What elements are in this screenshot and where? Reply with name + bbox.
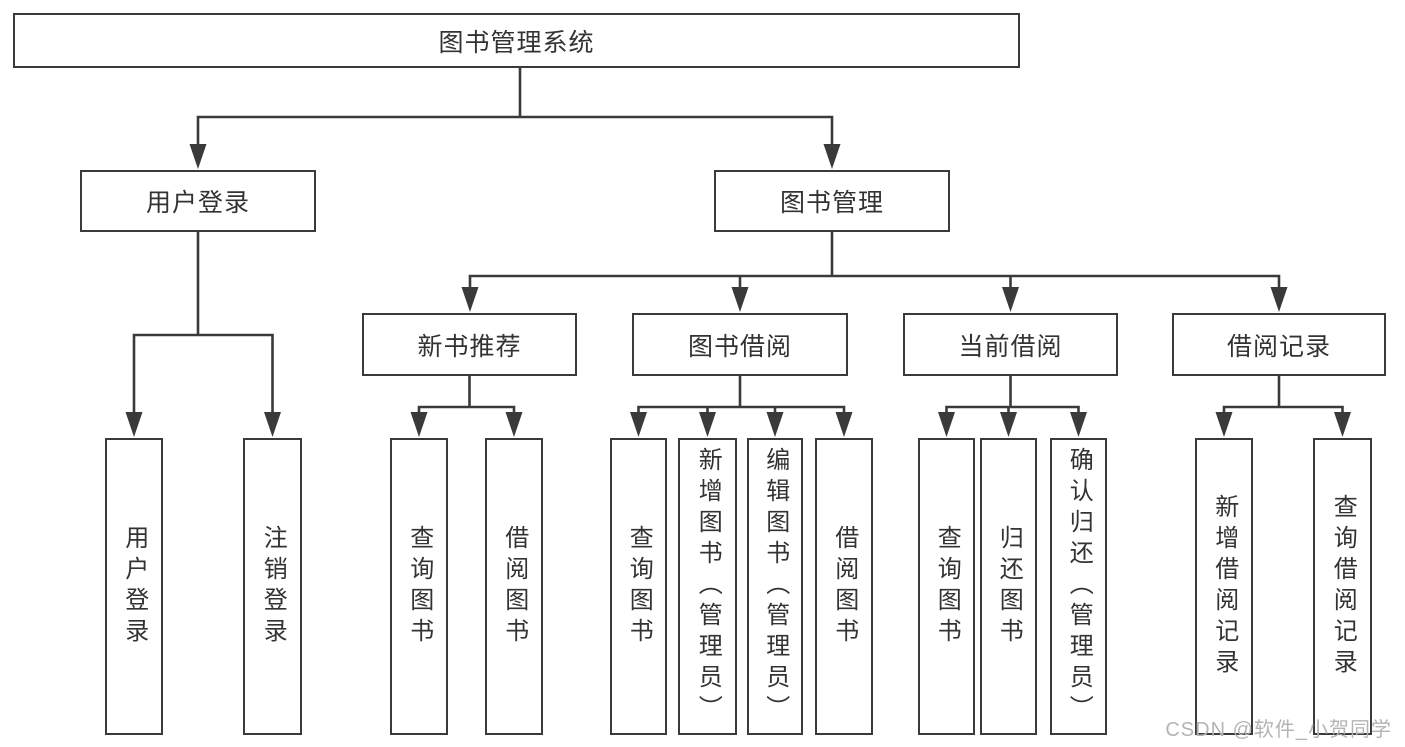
connector-path xyxy=(417,374,516,421)
arrowhead-icon xyxy=(1002,287,1019,312)
node-new-books-label: 新书推荐 xyxy=(417,332,522,361)
leaf-user-login: 用户登录 xyxy=(105,438,163,735)
node-root: 图书管理系统 xyxy=(13,13,1020,68)
leaf-current-return-label: 归还图书 xyxy=(995,524,1023,649)
arrowhead-icon xyxy=(1000,412,1017,437)
arrowhead-icon xyxy=(699,412,716,437)
leaf-user-login-label: 用户登录 xyxy=(120,524,148,649)
node-borrowing: 图书借阅 xyxy=(632,313,848,376)
leaf-current-confirm-label: 确认归还（管理员） xyxy=(1065,447,1093,726)
leaf-newbooks-query: 查询图书 xyxy=(390,438,448,735)
leaf-borrowing-edit-label: 编辑图书（管理员） xyxy=(761,447,789,726)
arrowhead-icon xyxy=(189,144,207,169)
leaf-records-add: 新增借阅记录 xyxy=(1195,438,1253,735)
leaf-borrowing-query-label: 查询图书 xyxy=(625,524,653,649)
leaf-records-query: 查询借阅记录 xyxy=(1313,438,1372,735)
leaf-borrowing-add-label: 新增图书（管理员） xyxy=(694,447,722,726)
node-user-login-label: 用户登录 xyxy=(145,189,250,217)
node-current-borrow-label: 当前借阅 xyxy=(958,332,1063,361)
arrowhead-icon xyxy=(731,287,749,312)
connector-path xyxy=(1222,374,1344,421)
node-current-borrow: 当前借阅 xyxy=(903,313,1118,376)
arrowhead-icon xyxy=(823,144,841,169)
leaf-records-add-label: 新增借阅记录 xyxy=(1210,493,1238,680)
leaf-borrowing-add: 新增图书（管理员） xyxy=(678,438,737,735)
arrowhead-icon xyxy=(410,412,428,437)
leaf-borrowing-query: 查询图书 xyxy=(610,438,667,735)
node-borrowing-label: 图书借阅 xyxy=(687,332,792,361)
leaf-logout: 注销登录 xyxy=(243,438,302,735)
arrowhead-icon xyxy=(125,412,143,437)
connector-path xyxy=(637,374,846,421)
leaf-newbooks-query-label: 查询图书 xyxy=(405,524,433,649)
node-borrow-records-label: 借阅记录 xyxy=(1226,332,1331,361)
connector-path xyxy=(196,66,834,153)
arrowhead-icon xyxy=(835,412,853,437)
node-borrow-records: 借阅记录 xyxy=(1172,313,1386,376)
leaf-current-return: 归还图书 xyxy=(980,438,1037,735)
leaf-logout-label: 注销登录 xyxy=(259,524,287,649)
leaf-current-query: 查询图书 xyxy=(918,438,975,735)
arrowhead-icon xyxy=(1070,412,1087,437)
arrowhead-icon xyxy=(264,412,281,437)
leaf-current-query-label: 查询图书 xyxy=(933,524,961,649)
arrowhead-icon xyxy=(1334,412,1351,437)
leaf-newbooks-borrow-label: 借阅图书 xyxy=(500,524,528,649)
csdn-watermark: CSDN @软件_小贺同学 xyxy=(1165,719,1392,741)
leaf-records-query-label: 查询借阅记录 xyxy=(1329,493,1357,680)
node-book-mgmt-label: 图书管理 xyxy=(779,189,884,217)
arrowhead-icon xyxy=(938,412,955,437)
leaf-borrowing-edit: 编辑图书（管理员） xyxy=(747,438,803,735)
leaf-borrowing-borrow-label: 借阅图书 xyxy=(830,524,858,649)
connector-path xyxy=(132,230,274,421)
arrowhead-icon xyxy=(461,287,479,312)
node-root-label: 图书管理系统 xyxy=(438,28,595,57)
arrowhead-icon xyxy=(1270,287,1288,312)
arrowhead-icon xyxy=(505,412,523,437)
arrowhead-icon xyxy=(1215,412,1233,437)
arrowhead-icon xyxy=(630,412,647,437)
leaf-borrowing-borrow: 借阅图书 xyxy=(815,438,873,735)
arrowhead-icon xyxy=(766,412,784,437)
node-book-mgmt: 图书管理 xyxy=(714,170,950,232)
node-user-login: 用户登录 xyxy=(80,170,316,232)
leaf-current-confirm: 确认归还（管理员） xyxy=(1050,438,1107,735)
leaf-newbooks-borrow: 借阅图书 xyxy=(485,438,543,735)
node-new-books: 新书推荐 xyxy=(362,313,577,376)
connector-path xyxy=(468,230,1281,296)
